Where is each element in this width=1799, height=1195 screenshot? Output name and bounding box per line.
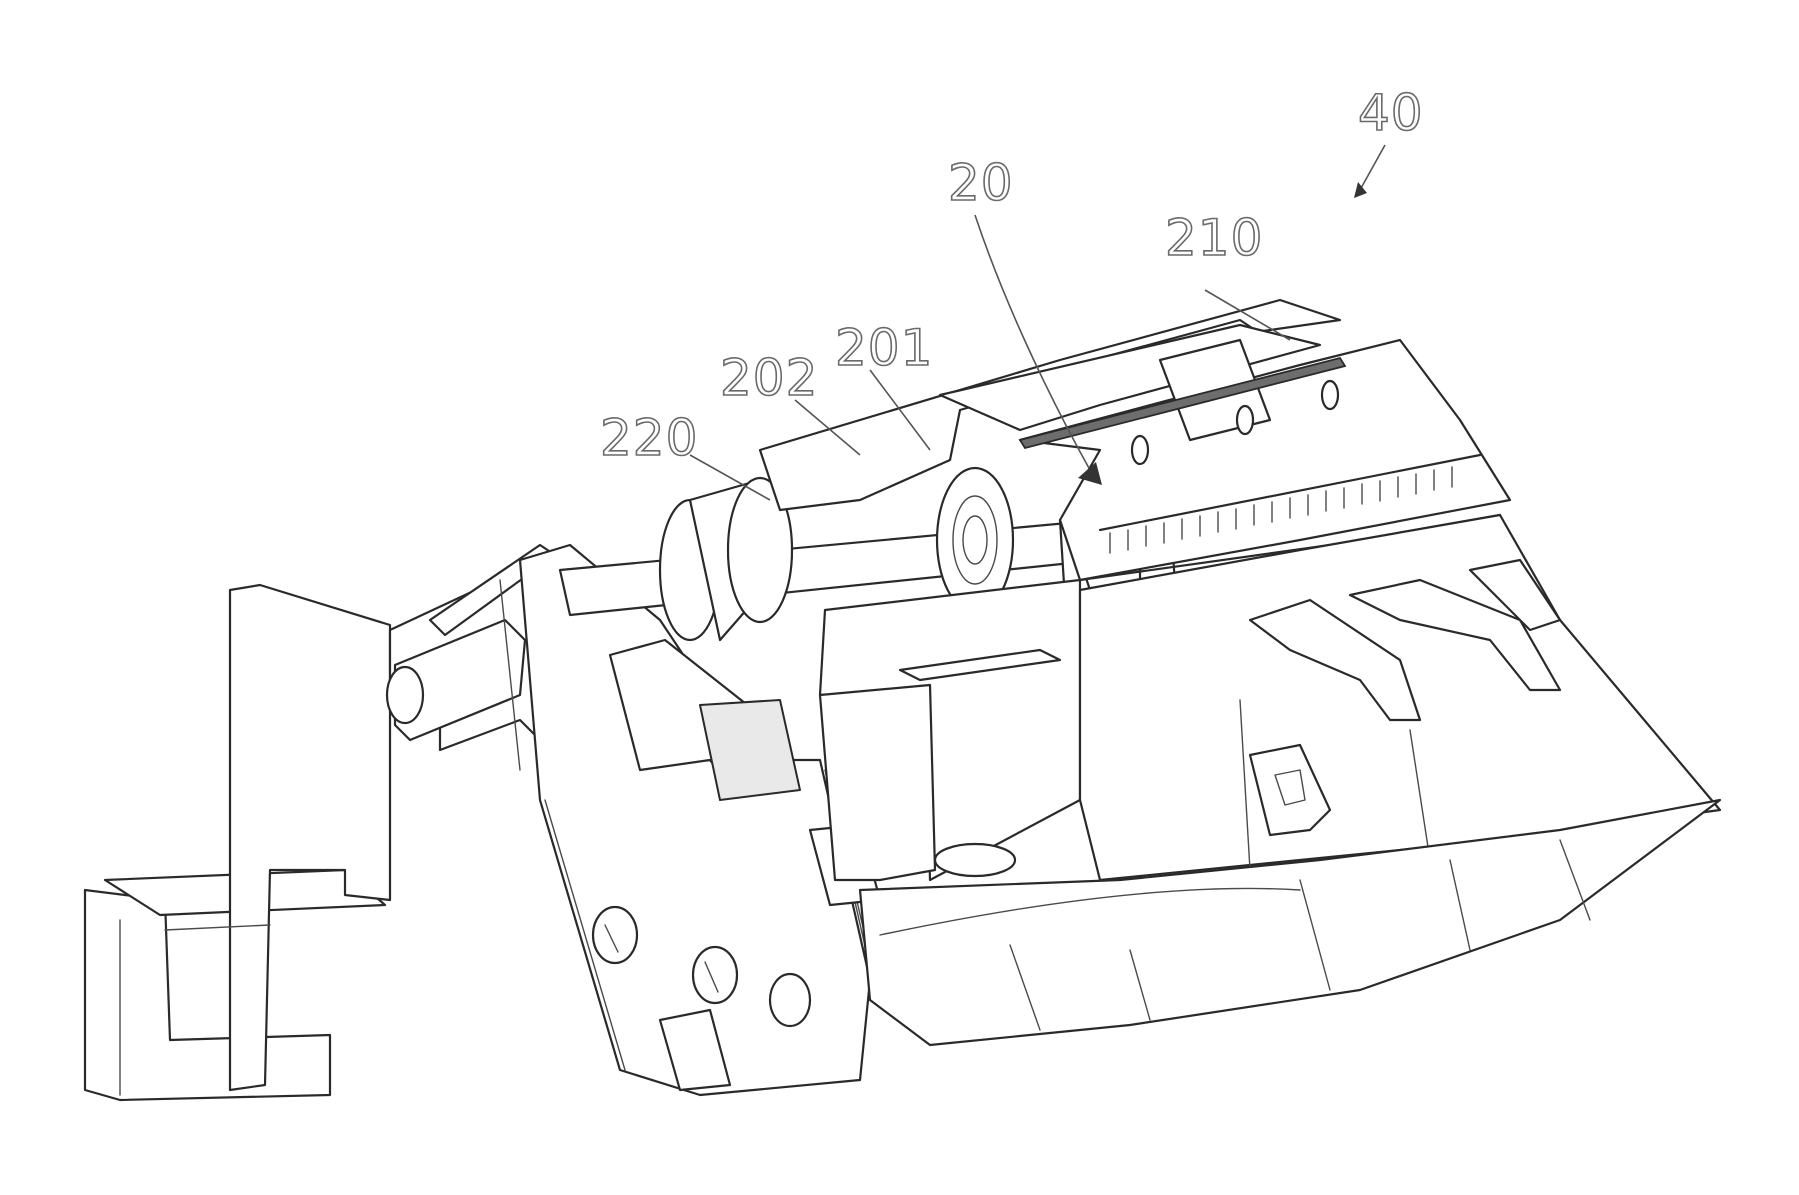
pin-icon: [387, 667, 423, 723]
ref-label-20: 20: [948, 154, 1014, 212]
bolt-icon: [770, 974, 810, 1026]
ref-label-40: 40: [1358, 84, 1424, 142]
ref-label-220: 220: [600, 409, 698, 467]
ref-label-201: 201: [835, 319, 933, 377]
ref-label-210: 210: [1165, 209, 1263, 267]
leader-40: [1360, 145, 1385, 190]
bolt-icon: [593, 907, 637, 963]
ref-label-202: 202: [720, 349, 818, 407]
left-bracket: [85, 585, 390, 1100]
bolt-icon: [693, 947, 737, 1003]
arrowhead-icon: [1354, 182, 1367, 198]
